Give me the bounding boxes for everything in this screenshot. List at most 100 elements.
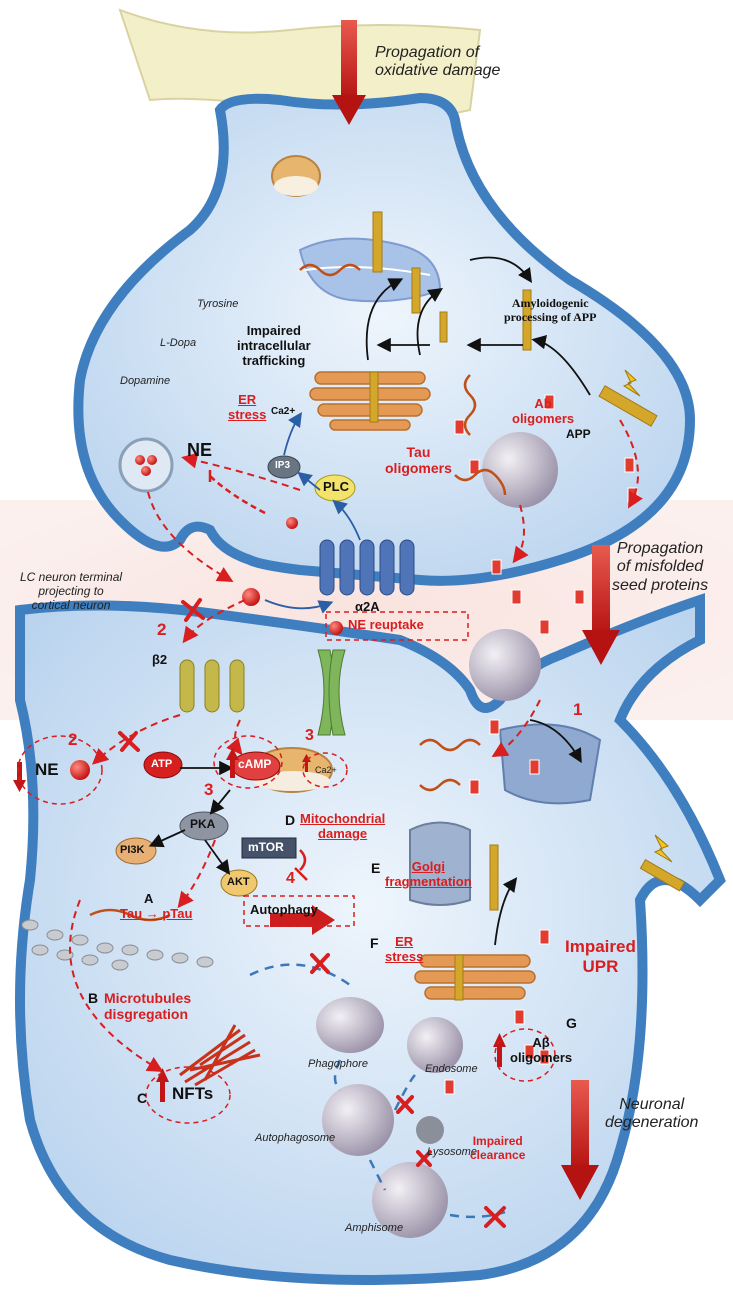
endosome-label: Endosome (425, 1063, 478, 1075)
pka-node (179, 811, 229, 841)
inhibition-bars (208, 470, 308, 881)
beta2-receptor (179, 659, 245, 713)
trafficking-arrows (148, 256, 591, 946)
impaired-trafficking-label: Impaired intracellular trafficking (237, 323, 311, 368)
ne-reuptake-molecule (329, 621, 343, 635)
alpha2a-receptor (319, 539, 415, 596)
ne-molecule-left (70, 760, 90, 780)
signal-arrows-blue (264, 412, 361, 614)
er-stress-f-label: ER stress (385, 934, 424, 964)
mtor-node (241, 837, 297, 859)
number-3: 3 (204, 780, 214, 799)
impaired-upr-label: Impaired UPR (565, 937, 636, 976)
plc-label: PLC (323, 479, 349, 494)
beta2-label: β2 (152, 652, 168, 667)
arrow-oxidative-damage (332, 20, 366, 125)
number-2-top: 2 (157, 620, 167, 639)
endosome-presynaptic (482, 432, 558, 508)
calcium-channel (317, 649, 346, 736)
arrow-tau-to-golgi (270, 905, 335, 935)
ldopa-label: L-Dopa (160, 337, 197, 349)
autophagosome-shape (322, 1084, 394, 1156)
mtor-label: mTOR (248, 840, 284, 854)
tau-oligomers-label: Tau oligomers (385, 444, 452, 477)
endosome-post (407, 1017, 463, 1073)
dashed-red-arrows (69, 419, 643, 1073)
amyloid-rods (369, 211, 532, 1001)
app-protein (598, 385, 686, 892)
alpha2a-label: α2A (355, 599, 380, 614)
pi3k-node (115, 837, 157, 865)
dopamine-label: Dopamine (120, 375, 171, 387)
golgi-fragmented (409, 723, 602, 906)
up-arrows (13, 748, 506, 1102)
ne-vesicle (118, 437, 174, 493)
ca2-pre-label: Ca2+ (271, 406, 296, 417)
microtubules-label: Microtubules disgregation (104, 990, 192, 1023)
number-2-left: 2 (68, 730, 78, 749)
letter-f: F (370, 935, 379, 951)
ne-molecule-cleft (242, 588, 260, 606)
lc-terminal-label: LC neuron terminal projecting to cortica… (20, 570, 123, 612)
autophagy-label: Autophagy (250, 902, 318, 917)
amphisome-shape (372, 1162, 448, 1238)
letter-e: E (371, 860, 381, 876)
atp-node (143, 751, 183, 779)
inhibition-crosses (118, 598, 506, 1228)
autophagosome-label: Autophagosome (255, 1132, 336, 1144)
tyrosine-label: Tyrosine (197, 298, 239, 310)
phagophore-shape (316, 997, 384, 1053)
number-3-ca: 3 (305, 727, 314, 744)
er-stress-label: ER stress (228, 392, 267, 422)
dashed-highlights (17, 611, 556, 1124)
pi3k-label: PI3K (120, 844, 145, 856)
app-label: APP (566, 427, 591, 441)
letter-d: D (285, 812, 296, 828)
ip3-node (267, 455, 301, 479)
propagation-misfolded-label: Propagation of misfolded seed proteins (612, 540, 709, 594)
nft-tangle (179, 1024, 261, 1087)
ab-oligomers-g-label: Aβ oligomers (510, 1035, 573, 1065)
propagation-oxidative-label: Propagation of oxidative damage (375, 44, 501, 80)
golgi-frag-label: Golgi fragmentation (385, 859, 472, 889)
mito-damage-label: Mitochondrial damage (300, 811, 386, 841)
pka-label: PKA (190, 817, 216, 831)
lightning-icon-post (653, 834, 673, 863)
atp-label: ATP (151, 758, 173, 770)
lysosome-shape (416, 1116, 444, 1144)
camp-label: cAMP (238, 757, 272, 771)
ca2-post-label: Ca2+ (315, 765, 337, 775)
tau-ptau-label: Tau → pTau (120, 906, 193, 921)
lightning-icon-pre (622, 369, 641, 397)
phagophore-label: Phagophore (308, 1058, 368, 1070)
ne-vesicle-label: NE (187, 440, 213, 460)
number-1: 1 (573, 700, 583, 719)
arrow-neuronal-degeneration (561, 1080, 599, 1200)
neuronal-degeneration-label: Neuronal degeneration (605, 1096, 699, 1132)
ne-reuptake-label: NE reuptake (348, 617, 424, 632)
tau-filaments (89, 263, 507, 922)
ne-molecule (286, 517, 298, 529)
microtubules (21, 919, 214, 971)
nfts-label: NFTs (172, 1084, 214, 1103)
number-4: 4 (286, 870, 295, 887)
ne-left-label: NE (35, 760, 59, 779)
er-postsynaptic (414, 954, 536, 1000)
lysosome-label: Lysosome (427, 1146, 477, 1158)
arrow-misfolded-propagation (582, 545, 620, 665)
amphisome-label: Amphisome (345, 1222, 404, 1234)
ip3-label: IP3 (275, 460, 291, 471)
akt-label: AKT (227, 876, 250, 888)
letter-g: G (566, 1015, 577, 1031)
letter-a: A (144, 891, 154, 906)
amyloidogenic-label: Amyloidogenic processing of APP (504, 296, 597, 324)
letter-b: B (88, 990, 99, 1006)
impaired-clearance-label: Impaired clearance (470, 1134, 526, 1162)
letter-c: C (137, 1090, 148, 1106)
mitochondrion-presynaptic (271, 155, 321, 197)
endosome-cleft (469, 629, 541, 701)
ab-oligomers-label: Ab oligomers (512, 396, 575, 426)
akt-node (220, 869, 258, 897)
